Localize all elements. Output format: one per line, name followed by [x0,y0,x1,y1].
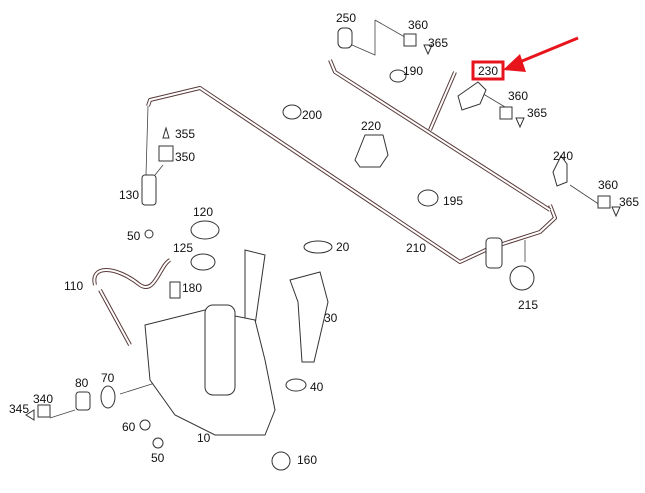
reservoir-neck [204,304,236,396]
label-10[interactable]: 10 [197,431,211,445]
grommet-clip-210 [485,237,503,269]
label-70[interactable]: 70 [101,371,115,385]
label-40[interactable]: 40 [310,380,324,394]
pump-80 [75,391,91,411]
seal-40 [285,378,307,392]
check-valve-355 [162,126,170,139]
label-30[interactable]: 30 [324,311,338,325]
label-125[interactable]: 125 [173,241,193,255]
nozzle-insert-360 [403,33,417,47]
label-200[interactable]: 200 [302,108,322,122]
jet-365c [611,206,621,218]
hose-210 [145,59,557,264]
grommet-50b [152,437,164,449]
filler-neck-upper [244,249,266,326]
bracket-220 [354,134,389,168]
label-350[interactable]: 350 [175,150,195,164]
label-50[interactable]: 50 [127,229,141,243]
nozzle-240 [552,155,568,187]
pump-130 [141,174,157,206]
grommet-50a [144,229,154,239]
label-365[interactable]: 365 [428,36,448,50]
red-arrow-icon [503,36,579,72]
clip-190 [389,69,407,83]
nozzle-insert-360b [499,106,513,120]
leader-lines [49,19,601,419]
label-50[interactable]: 50 [151,451,165,465]
level-sensor-160 [271,451,291,471]
label-360[interactable]: 360 [508,89,528,103]
clip-195 [417,189,439,207]
label-230[interactable]: 230 [478,64,498,78]
valve-345 [25,409,35,421]
cap-20 [303,240,333,254]
label-110[interactable]: 110 [64,279,83,293]
label-355[interactable]: 355 [175,127,195,141]
label-20[interactable]: 20 [336,240,350,254]
part-shapes [25,27,621,471]
grommet-60 [139,419,151,431]
label-195[interactable]: 195 [443,194,463,208]
valve-180 [169,281,181,299]
label-210[interactable]: 210 [406,241,426,255]
part-labels: 250 360 365 190 230 360 365 200 355 350 … [9,11,639,467]
highlight-box-230 [471,60,505,81]
label-180[interactable]: 180 [182,281,202,295]
seal-125 [190,253,216,271]
label-190[interactable]: 190 [403,64,423,78]
clip-215 [509,265,535,291]
connector-340 [37,404,51,418]
jet-365b [515,117,525,129]
label-130[interactable]: 130 [119,188,139,202]
nozzle-230 [457,81,487,111]
filler-neck-30 [289,271,329,363]
label-220[interactable]: 220 [361,119,381,133]
label-340[interactable]: 340 [33,392,53,406]
label-365[interactable]: 365 [619,195,639,209]
label-120[interactable]: 120 [193,205,213,219]
label-360[interactable]: 360 [598,178,618,192]
label-80[interactable]: 80 [75,376,89,390]
label-160[interactable]: 160 [297,453,317,467]
label-250[interactable]: 250 [336,11,356,25]
label-345[interactable]: 345 [9,402,29,416]
cover-120 [190,220,220,240]
label-365[interactable]: 365 [527,106,547,120]
seal-70 [100,385,116,409]
label-360[interactable]: 360 [408,18,428,32]
label-60[interactable]: 60 [122,420,136,434]
label-240[interactable]: 240 [553,149,573,163]
nozzle-insert-360c [597,195,611,209]
jet-365 [423,44,433,56]
label-215[interactable]: 215 [518,298,538,312]
nozzle-250 [337,27,353,49]
clip-200 [282,104,302,120]
connector-350 [158,145,174,162]
